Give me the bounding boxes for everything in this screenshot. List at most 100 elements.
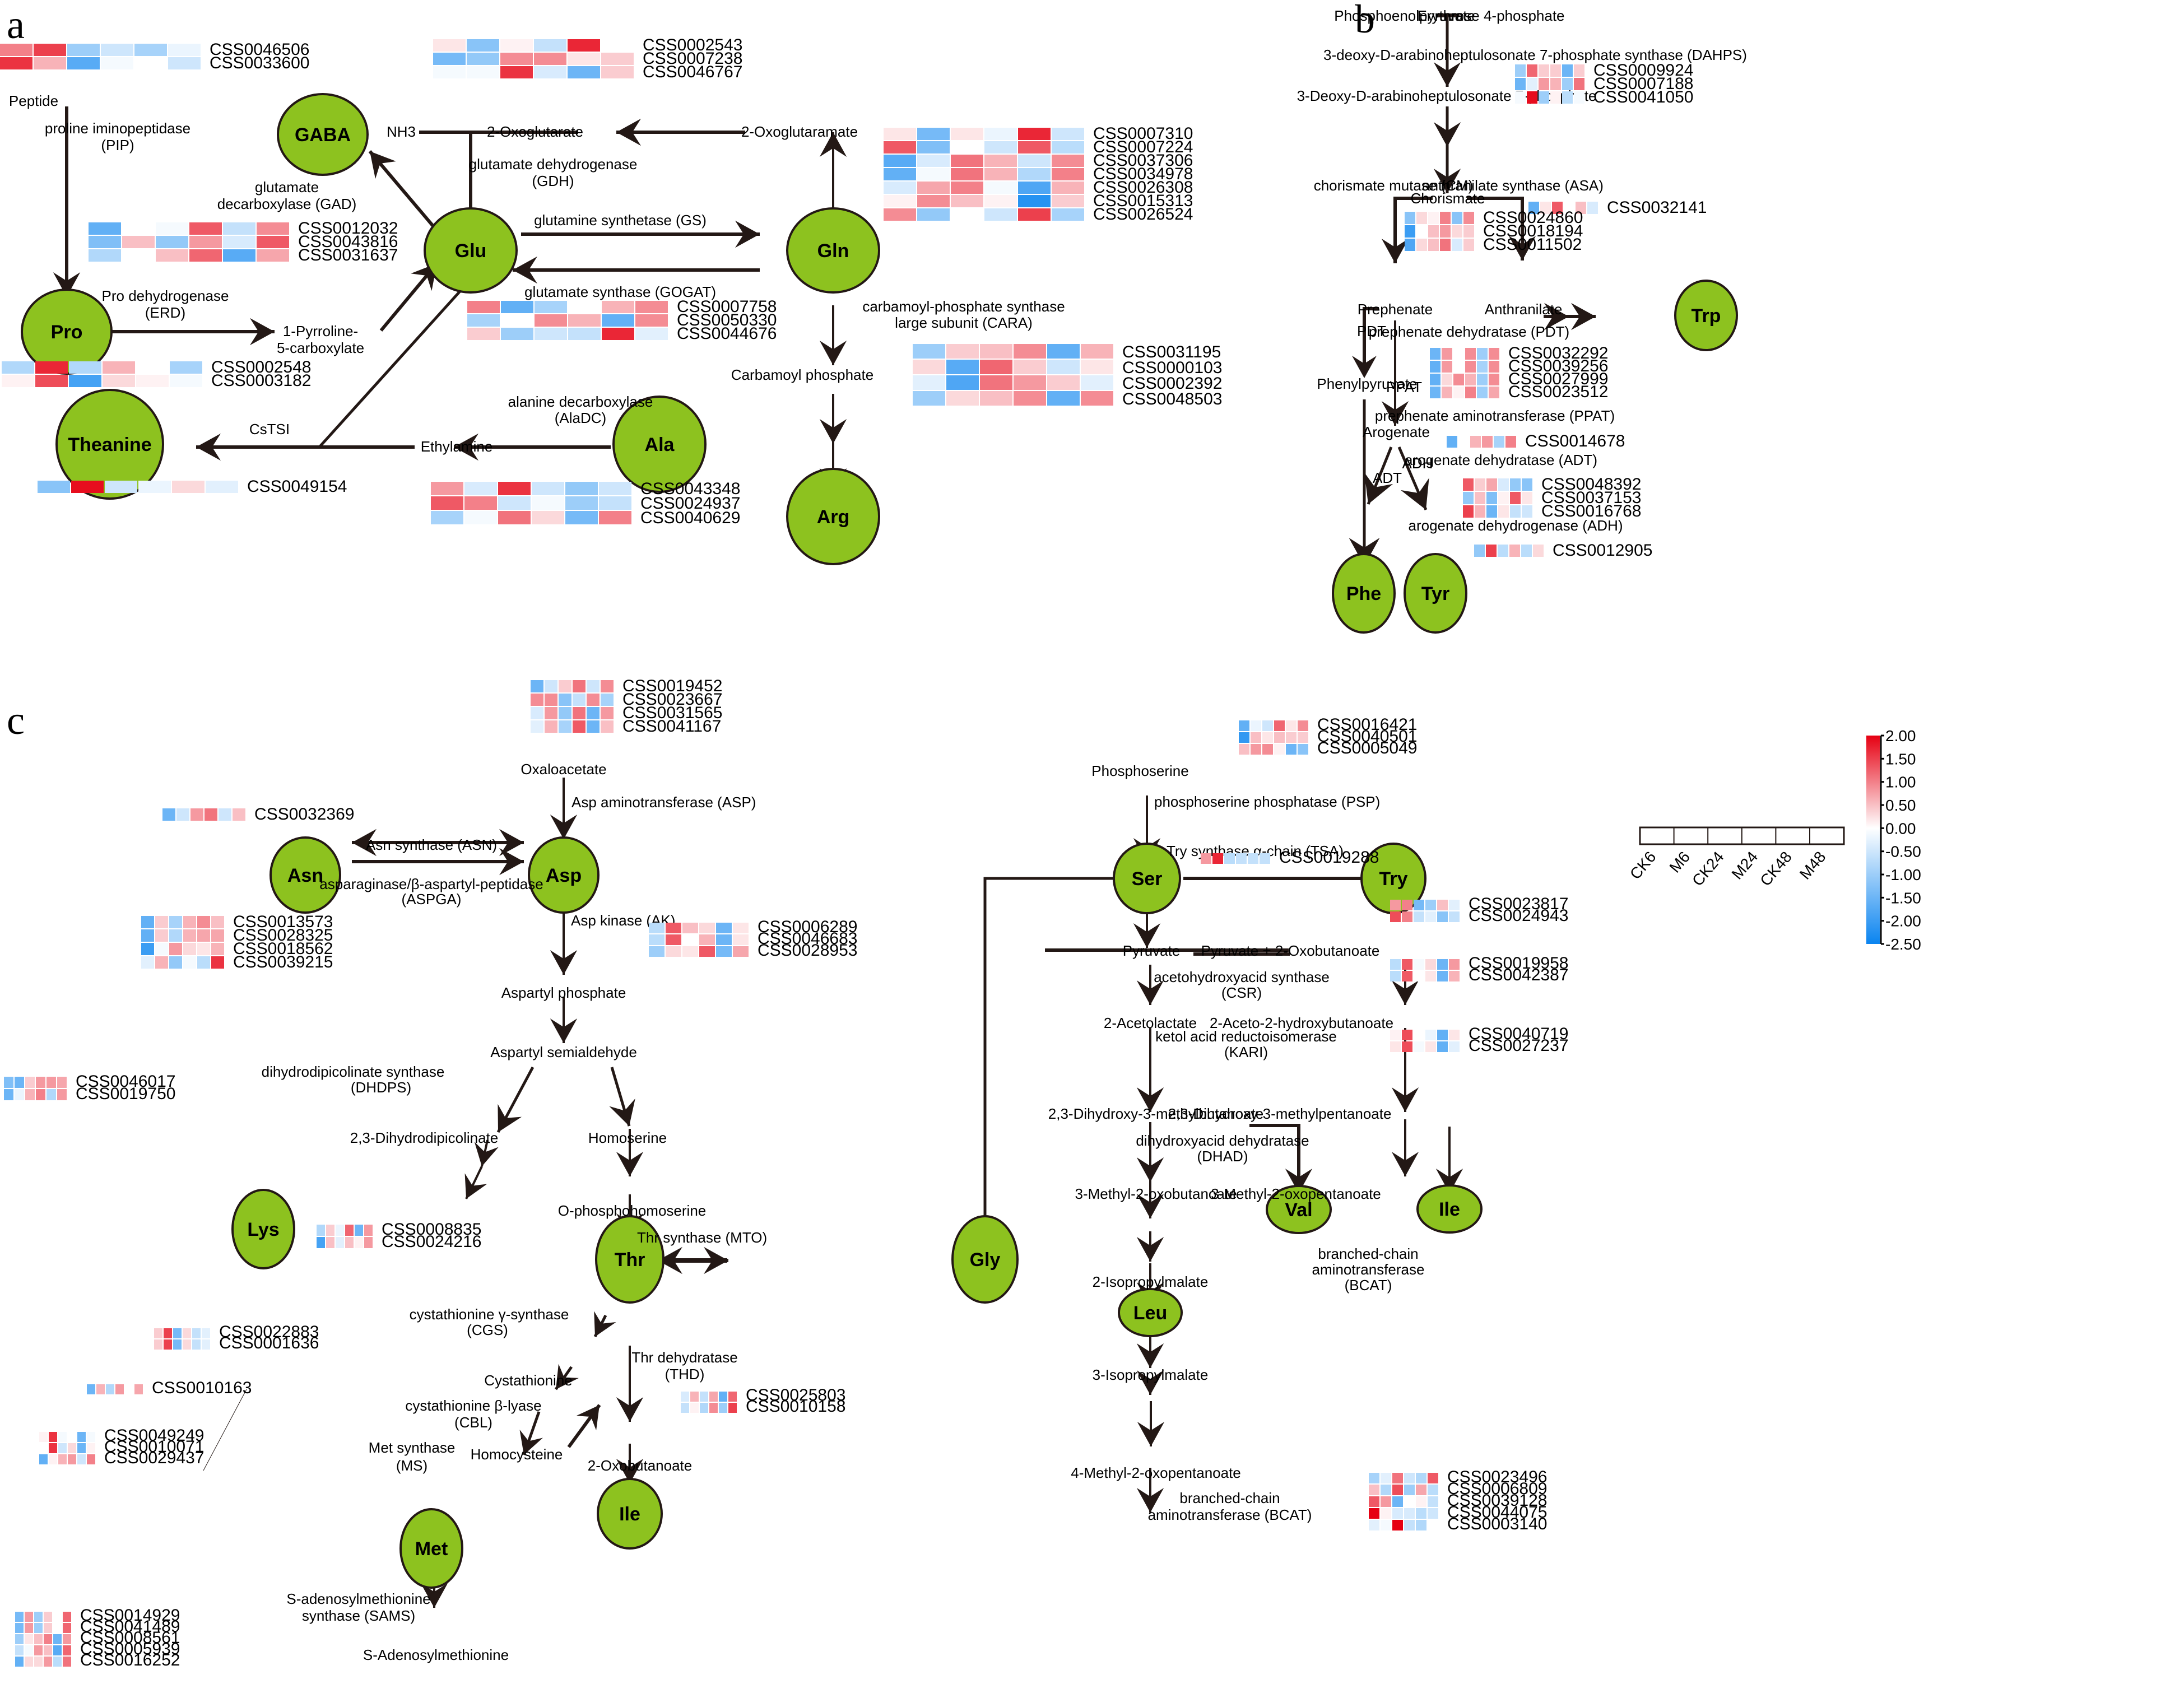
heatmap-cell: [1489, 374, 1499, 385]
arrow-head: [1136, 1343, 1164, 1368]
heatmap-cell: [531, 694, 543, 706]
arrow-head: [1136, 1237, 1164, 1262]
arrow-head: [1391, 980, 1419, 1005]
heatmap-cell: [58, 1443, 67, 1453]
heatmap-cell: [1437, 911, 1448, 922]
svg-text:Val: Val: [1285, 1199, 1312, 1221]
heatmap-cell: [101, 57, 133, 69]
heatmap-cell: [1440, 225, 1451, 238]
heatmap-cell: [364, 1237, 373, 1248]
heatmap-cell: [500, 39, 533, 52]
heatmap-cell: [946, 344, 979, 359]
heatmap-cell: [87, 1454, 95, 1464]
heatmap-cell: [666, 923, 681, 933]
heatmap-cell: [532, 482, 564, 495]
arrow-head: [1433, 122, 1461, 147]
heatmap-cell: [1405, 239, 1415, 251]
heatmap-cell: [545, 680, 557, 692]
heatmap-cell: [1224, 853, 1235, 864]
heatmap-cell: [1453, 387, 1464, 398]
gene-id: CSS0010071: [104, 1438, 204, 1456]
heatmap-cell: [134, 1384, 143, 1394]
heatmap-cell: [197, 916, 210, 928]
node-phe: Phe: [1332, 553, 1396, 634]
heatmap-cell: [1527, 91, 1537, 104]
heatmap-cell: [355, 1225, 363, 1236]
label-psp: phosphoserine phosphatase (PSP): [1154, 793, 1380, 810]
heatmap-cell: [1369, 1496, 1379, 1507]
heatmap-cell: [211, 943, 224, 955]
heatmap-cell: [1465, 374, 1476, 385]
label-dhmp: 2,3-Dihydroxy-3-methylpentanoate: [1168, 1105, 1392, 1122]
edge-line: [368, 150, 443, 236]
heatmap-cell: [545, 694, 557, 706]
heatmap-cell: [1574, 91, 1584, 104]
heatmap-cell: [77, 1454, 86, 1464]
gene-id: CSS0023817: [1469, 895, 1568, 913]
heatmap-cell: [1274, 720, 1285, 731]
heatmap-cell: [1239, 720, 1249, 731]
heatmap-cell: [336, 1225, 344, 1236]
heatmap-cell: [211, 929, 224, 942]
heatmap-cell: [498, 496, 531, 510]
label-chorismate: Chorismate: [1411, 190, 1485, 207]
heatmap-cell: [257, 222, 289, 235]
heatmap-cell: [1449, 971, 1460, 981]
heatmap-cell: [15, 1634, 24, 1644]
heatmap-cell: [1477, 374, 1488, 385]
heatmap-cell: [1416, 239, 1427, 251]
heatmap-cell: [1416, 1508, 1426, 1519]
gene-id: CSS0002543: [643, 36, 742, 54]
heatmap-cell: [587, 680, 600, 692]
svg-text:Gly: Gly: [970, 1249, 1001, 1271]
label-mob: 3-Methyl-2-oxobutanoate: [1075, 1185, 1237, 1202]
heatmap-cell: [68, 1432, 76, 1442]
heatmap-cell: [176, 808, 189, 821]
heatmap-cell: [1527, 64, 1537, 77]
heatmap-cell: [47, 1077, 56, 1088]
arrow-head: [464, 1173, 487, 1199]
label-csr1: acetohydroxyacid synthase: [1154, 969, 1330, 985]
heatmap-cell: [690, 1392, 699, 1402]
arrow-head: [196, 433, 221, 461]
arrow-head: [1433, 62, 1461, 87]
node-trp: Trp: [1674, 280, 1738, 351]
heatmap-cell: [1533, 545, 1544, 557]
heatmap-cell: [1298, 732, 1308, 743]
heatmap-cell: [728, 1392, 737, 1402]
heatmap-cell: [134, 57, 167, 69]
heatmap-cell: [1437, 959, 1448, 970]
heatmap-cell: [716, 934, 732, 945]
gene-id: CSS0033600: [210, 54, 309, 72]
node-glu: Glu: [424, 207, 518, 294]
heatmap-cell: [63, 1623, 71, 1633]
colorbar-tick: 0.00: [1885, 820, 1916, 837]
svg-text:Ile: Ile: [619, 1504, 640, 1525]
heatmap-cell: [154, 1328, 162, 1338]
gene-id: CSS0023667: [622, 690, 722, 709]
label-p5c2: 5-carboxylate: [277, 339, 364, 356]
arrow-head: [513, 256, 537, 284]
heatmap-cell: [649, 934, 665, 945]
heatmap-cell: [1489, 348, 1499, 360]
heatmap-cell: [35, 375, 68, 387]
heatmap-cell: [34, 1634, 43, 1644]
label-gdh1: glutamate dehydrogenase: [469, 156, 638, 173]
heatmap-cell: [1402, 959, 1412, 970]
heatmap-cell: [951, 182, 983, 194]
heatmap-cell: [1440, 212, 1451, 224]
heatmap-cell: [917, 155, 950, 167]
gene-id: CSS0007310: [1093, 124, 1193, 143]
heatmap-cell: [733, 934, 749, 945]
heatmap-cell: [1475, 478, 1485, 491]
heatmap-cell: [89, 236, 121, 248]
node-met: Met: [399, 1508, 463, 1589]
heatmap-cell: [355, 1237, 363, 1248]
heatmap-cell: [534, 66, 566, 78]
heatmap-cell: [49, 1443, 57, 1453]
arrow-head: [1136, 1488, 1164, 1513]
heatmap-cell: [1052, 155, 1084, 167]
